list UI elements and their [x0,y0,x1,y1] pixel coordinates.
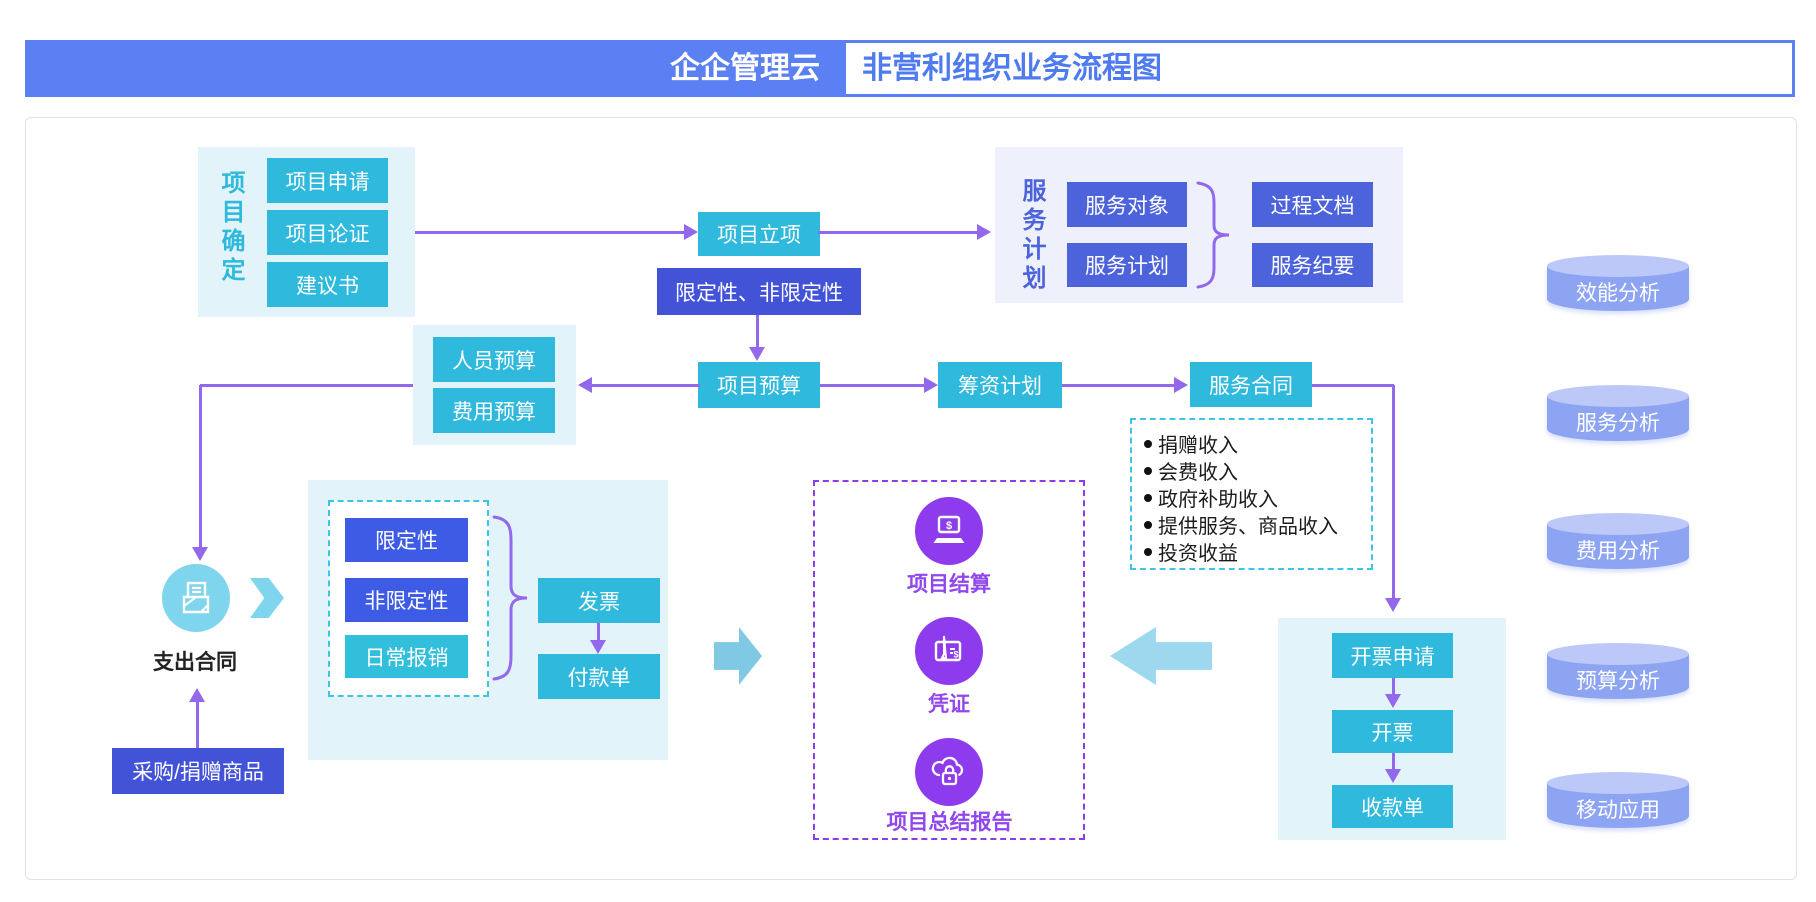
analysis-cylinder-budget: 预算分析 [1547,643,1689,699]
analysis-label: 服务分析 [1576,412,1660,435]
bullet-dot-icon [1144,439,1152,448]
cloud-lock-icon [931,756,964,786]
arrowhead-down-icon [192,547,208,561]
arrow-restriction-to-budget [755,315,759,347]
bullet-dot-icon [1144,493,1152,502]
node-service-contract: 服务合同 [1190,362,1312,407]
page-title: 非营利组织业务流程图 [862,52,1162,85]
node-unrestricted: 非限定性 [345,578,468,622]
project-define-label: 项目确定 [217,170,244,286]
arrowhead-right-icon [684,224,698,240]
arrow-budget-to-panel [592,383,700,387]
node-service-plan: 服务计划 [1067,243,1187,287]
expense-contract-label: 支出合同 [153,651,237,674]
node-project-budget: 项目预算 [698,362,820,408]
line-contract-to-billing-v [1391,385,1395,598]
contract-document-icon [182,581,210,614]
svg-text:$: $ [953,650,958,660]
node-proposal: 建议书 [267,262,388,307]
analysis-label: 移动应用 [1576,799,1660,822]
arrowhead-right-icon [924,377,938,393]
node-process-doc: 过程文档 [1252,182,1373,227]
analysis-cylinder-mobile: 移动应用 [1547,772,1689,828]
node-payment-slip: 付款单 [538,654,660,699]
bullet-dot-icon [1144,520,1152,529]
closing-report-label: 项目总结报告 [886,811,1013,834]
node-project-initiation: 项目立项 [698,212,820,256]
node-project-review: 项目论证 [267,210,388,255]
arrow-request-to-billing [1391,678,1395,694]
arrowhead-down-icon [1385,694,1401,708]
arrow-define-to-initiation [415,230,685,234]
income-item: 投资收益 [1144,538,1359,565]
node-purchase-donation: 采购/捐赠商品 [112,748,284,794]
voucher-pen-icon: $ [934,635,962,662]
bullet-dot-icon [1144,547,1152,556]
arrow-invoice-to-payment [596,623,600,640]
arrowhead-down-icon [749,347,765,361]
voucher-circle: $ [915,617,983,685]
node-billing: 开票 [1332,710,1453,753]
node-personnel-budget: 人员预算 [433,337,555,382]
arrowhead-down-icon [1385,598,1401,612]
node-invoice: 发票 [538,578,660,623]
analysis-cylinder-efficiency: 效能分析 [1547,255,1689,311]
service-plan-label: 服务计划 [1018,178,1045,294]
svg-text:$: $ [946,520,952,532]
node-restriction-type: 限定性、非限定性 [657,268,861,315]
expense-contract-circle [162,564,230,632]
closing-voucher-label: 凭证 [928,693,970,716]
line-contract-to-billing-h [1312,383,1394,387]
brace-expense [492,515,528,681]
arrowhead-right-icon [1174,377,1188,393]
arrowhead-left-icon [578,377,592,393]
arrow-billing-to-receipt [1391,753,1395,769]
arrow-purchase-to-contract [195,702,199,748]
arrowhead-down-icon [1385,769,1401,783]
income-item: 会费收入 [1144,457,1359,484]
cylinder-cap [1547,643,1689,665]
income-list-box: 捐赠收入 会费收入 政府补助收入 提供服务、商品收入 投资收益 [1130,418,1373,570]
cylinder-cap [1547,385,1689,407]
line-panel-to-contract-h [200,383,413,387]
node-receipt-slip: 收款单 [1332,785,1453,828]
cylinder-cap [1547,772,1689,794]
cylinder-cap [1547,513,1689,535]
node-daily-reimburse: 日常报销 [345,635,468,678]
node-restricted: 限定性 [345,518,468,562]
node-service-minutes: 服务纪要 [1252,243,1373,287]
brand-label: 企企管理云 [670,52,820,85]
closing-settlement-label: 项目结算 [907,573,991,596]
node-fundraising-plan: 筹资计划 [938,362,1062,408]
cylinder-cap [1547,255,1689,277]
node-service-target: 服务对象 [1067,182,1187,227]
analysis-cylinder-expense: 费用分析 [1547,513,1689,569]
node-billing-request: 开票申请 [1332,633,1453,678]
report-circle [915,738,983,806]
analysis-label: 预算分析 [1576,670,1660,693]
arrow-budget-to-fundraising [820,383,924,387]
arrowhead-right-icon [977,224,991,240]
title-box: 非营利组织业务流程图 [843,40,1795,97]
laptop-dollar-icon: $ [933,515,965,543]
analysis-label: 效能分析 [1576,282,1660,305]
arrow-fundraising-to-contract [1062,383,1174,387]
line-panel-to-contract-v [198,385,202,547]
income-list: 捐赠收入 会费收入 政府补助收入 提供服务、商品收入 投资收益 [1132,420,1371,575]
bullet-dot-icon [1144,466,1152,475]
analysis-label: 费用分析 [1576,540,1660,563]
income-item: 捐赠收入 [1144,430,1359,457]
brace-service-plan [1196,181,1230,289]
analysis-cylinder-service: 服务分析 [1547,385,1689,441]
node-project-apply: 项目申请 [267,158,388,203]
settlement-circle: $ [915,497,983,565]
arrow-initiation-to-serviceplan [818,230,978,234]
arrowhead-down-icon [590,640,606,654]
node-expense-budget: 费用预算 [433,388,555,433]
income-item: 提供服务、商品收入 [1144,511,1359,538]
arrowhead-up-icon [189,688,205,702]
income-item: 政府补助收入 [1144,484,1359,511]
